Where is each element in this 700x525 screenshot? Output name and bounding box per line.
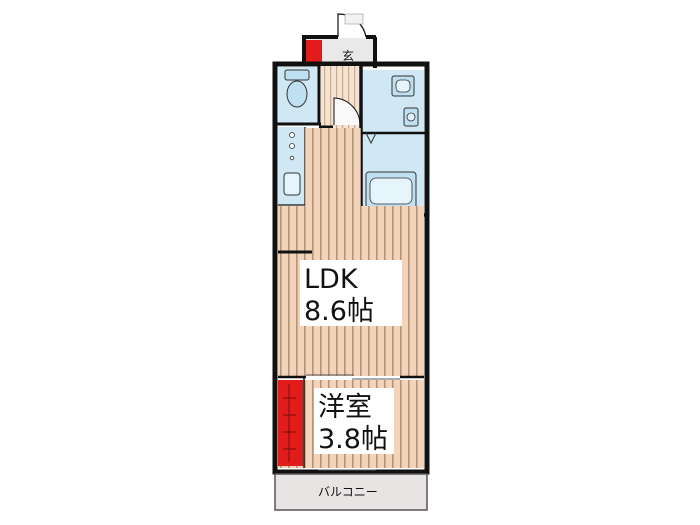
ldk-label-bg [300,260,402,326]
washbasin-icon [391,75,415,97]
entrance-label: 玄 [342,48,354,63]
washing-machine-icon [403,107,419,127]
western-room-label-bg [314,388,394,454]
bathtub-icon [365,171,417,209]
closet [278,380,303,466]
ldk-name: LDK [304,264,359,295]
closet-hanger-icon [283,384,296,462]
western-room-size: 3.8帖 [318,424,388,455]
outer-wall [272,61,430,475]
balcony [274,473,428,511]
ldk-floor [305,128,361,216]
sink-icon [283,172,301,196]
toilet-icon [284,69,310,108]
ldk-size: 8.6帖 [304,296,374,327]
entrance-door [337,13,367,38]
folding-door-icon [365,132,377,145]
stove-icon [289,132,295,161]
shoe-cabinet [306,40,322,64]
western-room-name: 洋室 [318,392,372,423]
ldk-floor-upper [361,216,424,218]
balcony-label: バルコニー [318,485,378,499]
sliding-door-icon [306,374,400,380]
